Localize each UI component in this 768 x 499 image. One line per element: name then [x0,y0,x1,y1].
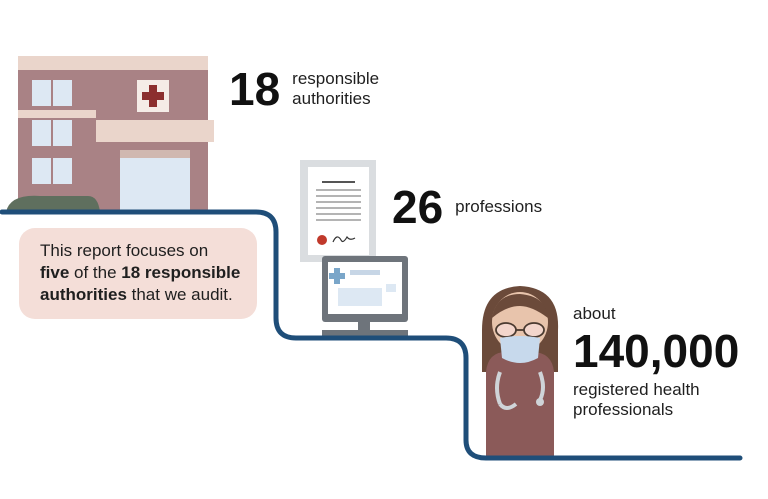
certificate-icon [300,160,376,262]
stat-label-line2: authorities [292,89,371,108]
hospital-icon [6,56,214,212]
staircase-path [0,209,743,461]
stat-professions: 26 professions [392,184,542,230]
stat-prefix: about [573,304,616,323]
stat-label: responsible authorities [292,69,379,109]
callout-text-3: that we audit. [126,285,233,304]
stat-value: 140,000 [573,325,740,377]
callout-emphasis-five: five [40,263,70,282]
stat-label-line1: responsible [292,69,380,88]
callout-emphasis-count: 18 responsible [121,263,241,282]
health-worker-icon [482,286,559,456]
stat-label: professions [455,197,543,216]
stat-value: 18 [229,63,281,115]
callout-text-2: of the [69,263,122,282]
report-focus-callout: This report focuses on five of the 18 re… [19,228,257,319]
stat-responsible-authorities: 18 responsible authorities [229,66,379,112]
callout-emphasis-authorities: authorities [40,285,127,304]
stat-registered-professionals: about 140,000 registered health professi… [573,304,739,420]
computer-icon [322,256,408,336]
stat-value: 26 [392,181,444,233]
stat-label-line1: registered health [573,380,700,399]
stat-label-line2: professionals [573,400,674,419]
callout-text-1: This report focuses on [40,241,209,260]
